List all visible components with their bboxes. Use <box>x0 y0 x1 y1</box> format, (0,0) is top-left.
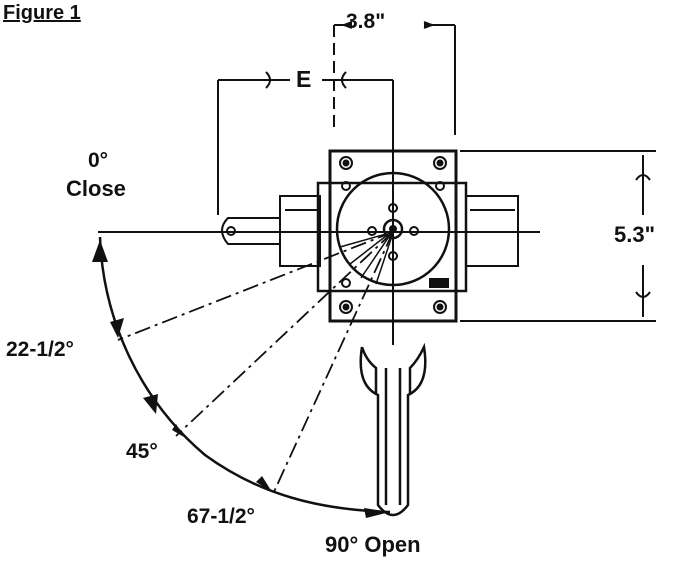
dimension-5-3-bracket <box>460 150 656 322</box>
angle-45-label: 45° <box>126 440 158 463</box>
rotation-arc <box>98 236 391 514</box>
height-dimension-label: 5.3" <box>614 222 656 247</box>
angle-0-label: 0° <box>88 149 109 172</box>
arc-arrows <box>92 240 390 518</box>
angle-67-5-label: 67-1/2° <box>187 505 255 528</box>
width-dimension-label: 3.8" <box>346 10 386 33</box>
close-label: Close <box>66 176 126 201</box>
angle-rays <box>117 231 394 495</box>
dial-rays <box>339 233 392 285</box>
figure-title: Figure 1 <box>3 2 81 24</box>
offset-dimension-label: E <box>296 66 312 92</box>
actuator-housing <box>279 149 519 323</box>
dimension-e-bracket <box>217 71 394 215</box>
angle-90-open-label: 90° Open <box>325 532 421 557</box>
wrench <box>359 342 427 517</box>
dimension-3-8-bracket <box>333 21 456 135</box>
angle-22-5-label: 22-1/2° <box>6 338 74 361</box>
